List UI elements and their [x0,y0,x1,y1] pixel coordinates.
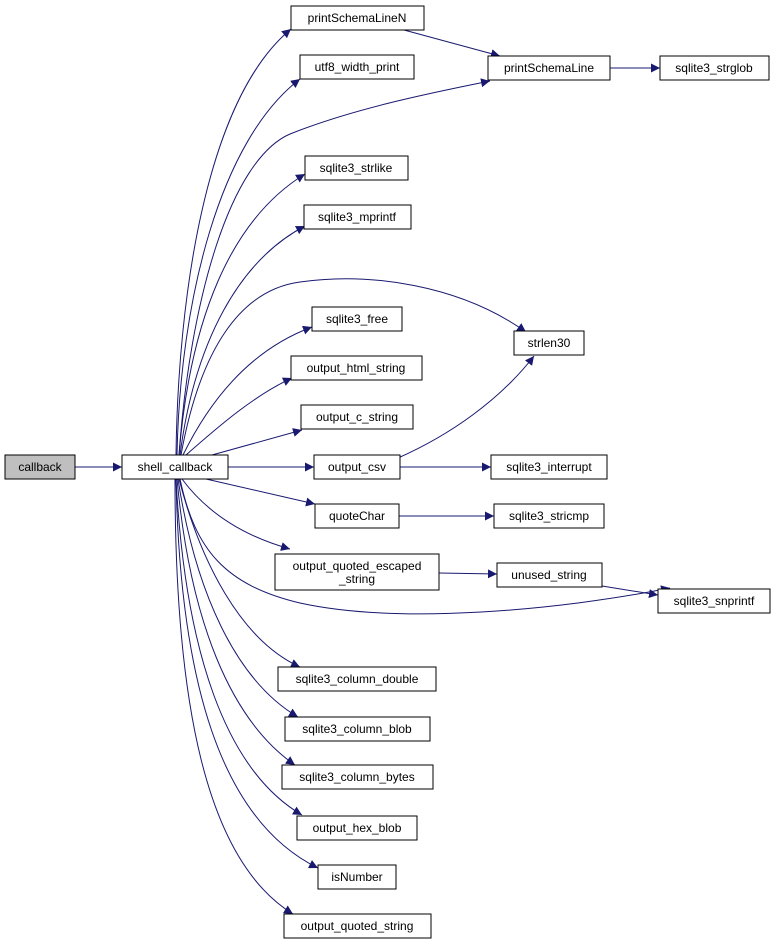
node-label: sqlite3_strglob [675,61,753,75]
edge-shell_callback-isNumber [175,478,319,869]
node-label: isNumber [331,870,382,884]
node-label: output_quoted_string [301,919,414,933]
node-label: quoteChar [329,509,385,523]
node-label: sqlite3_free [326,312,388,326]
edge-printSchemaLineN-printSchemaLine [403,29,501,58]
node-sqlite3-strlike[interactable]: sqlite3_strlike [304,155,409,181]
edge-shell_callback-quoteChar [205,478,316,507]
edge-unused_string-sqlite3_snprintf [601,585,659,599]
node-label: printSchemaLine [504,61,594,75]
node-label-continuation: _string [338,572,375,586]
node-label: sqlite3_strlike [320,161,393,175]
node-label: sqlite3_snprintf [674,594,755,608]
node-label: sqlite3_stricmp [509,509,589,523]
edge-shell_callback-sqlite3_free [182,325,313,456]
edge-shell_callback-output_hex_blob [175,478,303,816]
edge-shell_callback-sqlite3_strlike [178,173,306,456]
edge-output_quoted_escaped_string-unused_string [438,569,498,579]
edge-output_csv-strlen30 [397,355,535,459]
node-sqlite3-strglob[interactable]: sqlite3_strglob [659,55,770,81]
node-label: sqlite3_mprintf [318,210,397,224]
edge-shell_callback-sqlite3_snprintf [179,478,671,615]
edge-shell_callback-output_quoted_escaped_string [181,478,291,551]
node-callback[interactable]: callback [4,454,76,480]
node-sqlite3-column-bytes[interactable]: sqlite3_column_bytes [281,764,434,790]
node-sqlite3-column-double[interactable]: sqlite3_column_double [277,666,437,692]
node-label: sqlite3_column_bytes [299,770,414,784]
node-quoteChar[interactable]: quoteChar [314,503,400,529]
node-label: output_hex_blob [313,821,402,835]
node-output-hex-blob[interactable]: output_hex_blob [296,815,418,841]
node-sqlite3-interrupt[interactable]: sqlite3_interrupt [490,454,608,480]
node-printSchemaLine[interactable]: printSchemaLine [487,55,611,81]
node-sqlite3-mprintf[interactable]: sqlite3_mprintf [303,204,412,230]
edge-shell_callback-printSchemaLineN [175,28,292,456]
edge-shell_callback-sqlite3_column_double [178,478,301,668]
edge-shell_callback-sqlite3_column_bytes [176,478,296,766]
node-label: callback [18,460,62,474]
node-label: output_c_string [316,410,398,424]
node-output-c-string[interactable]: output_c_string [300,404,414,430]
edge-shell_callback-output_html_string [185,377,293,456]
node-label: output_csv [328,460,386,474]
node-label: utf8_width_print [315,60,400,74]
edge-shell_callback-output_quoted_string [174,478,294,915]
node-strlen30[interactable]: strlen30 [513,330,585,356]
edge-shell_callback-printSchemaLine [178,78,491,456]
node-label: printSchemaLineN [308,11,407,25]
edge-shell_callback-strlen30 [180,278,527,456]
node-label: strlen30 [528,336,571,350]
node-output-csv[interactable]: output_csv [313,454,401,480]
node-printSchemaLineN[interactable]: printSchemaLineN [290,5,425,31]
node-label: output_html_string [307,361,406,375]
edge-shell_callback-sqlite3_mprintf [179,225,306,456]
edge-shell_callback-sqlite3_column_blob [177,478,299,718]
edge-shell_callback-output_c_string [211,428,303,456]
node-label: output_quoted_escaped [293,559,422,573]
node-label: sqlite3_column_double [296,672,419,686]
node-shell-callback[interactable]: shell_callback [121,454,229,480]
edge-shell_callback-utf8_width_print [176,78,301,456]
node-sqlite3-snprintf[interactable]: sqlite3_snprintf [657,588,771,614]
node-label: unused_string [511,568,586,582]
node-label: sqlite3_column_blob [302,722,412,736]
node-output-html-string[interactable]: output_html_string [290,355,423,381]
node-unused-string[interactable]: unused_string [496,562,603,588]
node-output-quoted-escaped-string[interactable]: output_quoted_escaped _string [274,553,440,591]
node-sqlite3-column-blob[interactable]: sqlite3_column_blob [284,716,431,742]
node-utf8-width-print[interactable]: utf8_width_print [299,54,415,80]
node-isNumber[interactable]: isNumber [317,864,397,890]
node-sqlite3-free[interactable]: sqlite3_free [311,306,403,332]
node-label: sqlite3_interrupt [506,460,592,474]
node-label: shell_callback [138,460,214,474]
node-sqlite3-stricmp[interactable]: sqlite3_stricmp [493,503,605,529]
node-output-quoted-string[interactable]: output_quoted_string [283,913,432,939]
